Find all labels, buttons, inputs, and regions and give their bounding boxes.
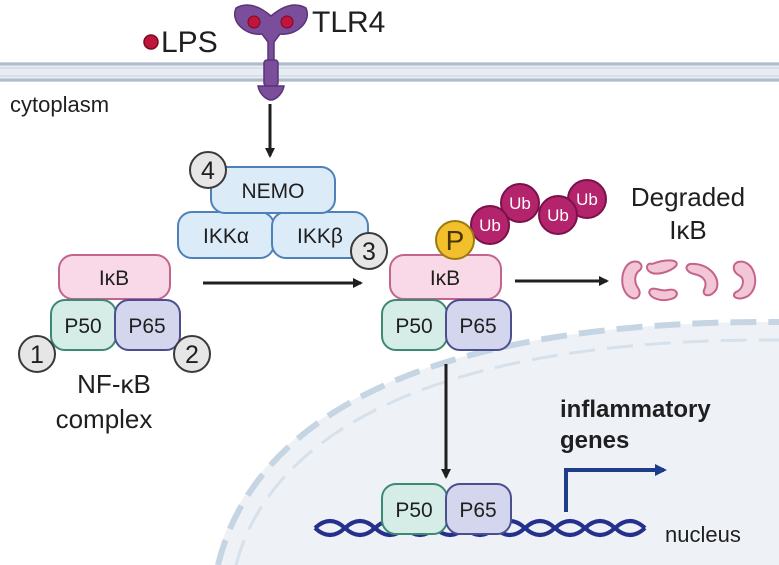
nucleus-label: nucleus (665, 522, 741, 547)
genes-label-line2: genes (560, 427, 629, 454)
ubiquitin-icon (470, 205, 510, 245)
ubiquitin-icon (538, 195, 578, 235)
nfkb-caption-line2: complex (56, 404, 153, 434)
p65-box (114, 299, 181, 351)
ubiquitin-label-1: Ub (479, 216, 501, 235)
nemo-label: NEMO (242, 180, 305, 203)
phosphate-icon (435, 220, 475, 260)
nemo-box (210, 166, 336, 214)
p65-label: P65 (128, 315, 165, 338)
step-1-number: 1 (30, 341, 44, 369)
lps-molecule-icon (143, 34, 159, 50)
transcription-arrow-icon (564, 464, 667, 512)
step-4-badge (189, 151, 227, 189)
degraded-label-line1: Degraded (631, 182, 745, 212)
p65-nuclear-box (445, 483, 512, 535)
ubiquitin-label-2: Ub (509, 194, 531, 213)
ikk-complex: IKKα IKKβ NEMO 4 3 (177, 151, 388, 270)
ubiquitin-label-4: Ub (576, 190, 598, 209)
phosphate-label: P (446, 225, 465, 256)
genes-label-line1: inflammatory (560, 396, 711, 423)
nfkb-complex: IκB P50 P65 1 2 NF-κB complex (18, 254, 211, 434)
plasma-membrane (0, 62, 779, 82)
ikb-box (58, 254, 171, 300)
tlr4-receptor-icon (233, 4, 309, 101)
ikka-label: IKKα (203, 225, 249, 248)
p65-nuclear-label: P65 (459, 499, 496, 522)
p65-center-label: P65 (459, 315, 496, 338)
tlr4-label: TLR4 (312, 6, 385, 39)
lps-label: LPS (161, 26, 218, 59)
ubiquitin-icon (500, 183, 540, 223)
step-4-number: 4 (201, 157, 215, 185)
cytoplasm-label: cytoplasm (10, 92, 109, 117)
ikkb-label: IKKβ (297, 225, 343, 248)
degraded-label-line2: IκB (669, 215, 707, 245)
step-3-number: 3 (362, 238, 376, 266)
step-2-number: 2 (185, 341, 199, 369)
p50-nuclear-label: P50 (395, 499, 432, 522)
nfkb-caption-line1: NF-κB (77, 369, 151, 399)
nuclear-envelope-outer (215, 318, 779, 565)
p50-label: P50 (64, 315, 101, 338)
step-3-badge (350, 232, 388, 270)
step-2-badge (173, 335, 211, 373)
nucleus-region (215, 321, 779, 565)
ikb-p-label: IκB (430, 267, 460, 290)
phosphorylated-complex: IκB P50 P65 Ub Ub Ub Ub P (381, 179, 607, 351)
p50-center-label: P50 (395, 315, 432, 338)
ubiquitin-label-3: Ub (547, 206, 569, 225)
degraded-ikb-fragments-icon (621, 259, 757, 302)
step-1-badge (18, 335, 56, 373)
ikb-label: IκB (99, 267, 129, 290)
nuclear-envelope-inner (234, 338, 779, 565)
p65-center-box (445, 299, 512, 351)
